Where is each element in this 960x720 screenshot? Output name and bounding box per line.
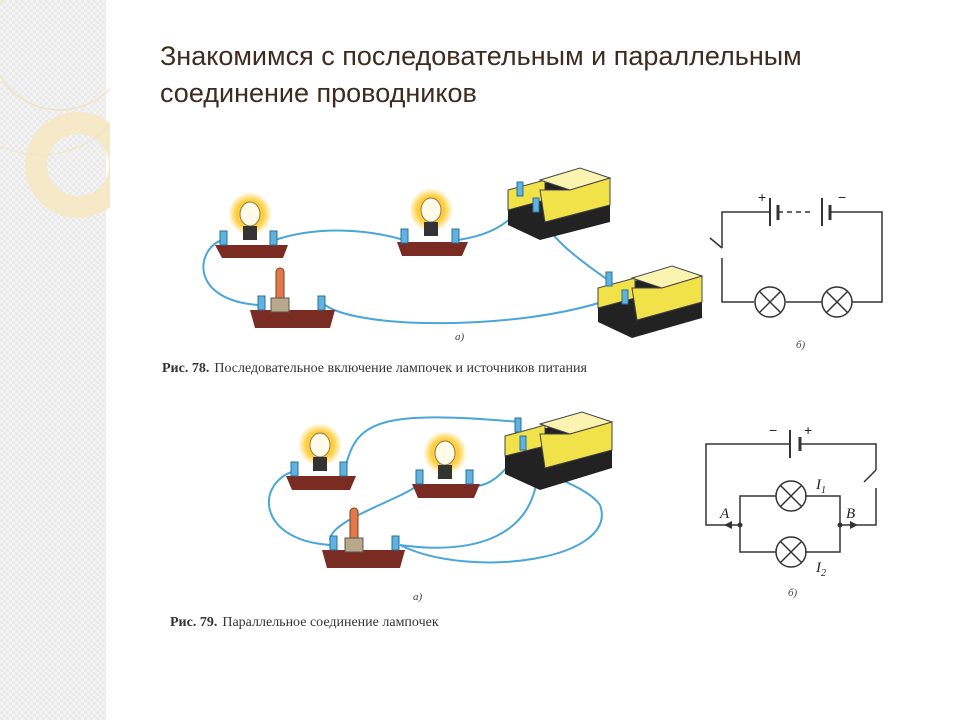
title-line-1: Знакомимся с последовательным и параллел… xyxy=(160,41,802,71)
title-line-2: соединение проводников xyxy=(160,78,477,108)
slide-title: Знакомимся с последовательным и параллел… xyxy=(160,38,940,112)
fig79-current-1-symbol: I xyxy=(815,477,822,493)
fig79-schematic-lamp-2 xyxy=(775,536,807,568)
fig78-schematic-switch xyxy=(709,237,723,249)
fig78-schematic-lamp-1 xyxy=(754,286,786,318)
fig79-schematic xyxy=(705,430,877,568)
fig79-label-b: б) xyxy=(788,587,798,599)
fig78-schematic xyxy=(709,198,883,318)
fig78-caption: Рис. 78. Последовательное включение лампо… xyxy=(162,361,588,376)
figure-78: а) + − б) Рис. 78. Последовательное включ… xyxy=(162,167,883,376)
fig79-caption: Рис. 79. Параллельное соединение лампочек xyxy=(170,615,439,630)
fig78-battery-2 xyxy=(597,265,704,338)
fig79-node-a-dot xyxy=(737,522,743,528)
fig79-current-1: I1 xyxy=(815,477,826,496)
fig78-label-a: а) xyxy=(455,331,465,343)
fig78-caption-text: Последовательное включение лампочек и ис… xyxy=(214,361,587,376)
fig79-node-a: A xyxy=(719,506,730,522)
fig78-battery-1 xyxy=(507,167,612,240)
fig78-schematic-lamp-2 xyxy=(821,286,853,318)
fig79-schematic-switch xyxy=(863,469,877,483)
fig79-lamp-1 xyxy=(286,423,356,490)
fig79-current-2: I2 xyxy=(815,560,826,579)
fig79-plus: + xyxy=(804,422,812,438)
fig78-switch xyxy=(250,267,335,328)
fig79-current-2-sub: 2 xyxy=(821,568,826,579)
fig79-caption-text: Параллельное соединение лампочек xyxy=(222,615,438,630)
fig78-plus: + xyxy=(758,189,766,205)
fig79-current-1-sub: 1 xyxy=(821,485,826,496)
fig79-node-b: B xyxy=(846,506,855,522)
decorative-rings xyxy=(0,0,110,218)
fig79-switch xyxy=(322,507,405,568)
fig79-lamp-2 xyxy=(412,431,480,498)
fig78-label-b: б) xyxy=(796,339,806,351)
fig79-current-2-symbol: I xyxy=(815,560,822,576)
fig78-caption-num: Рис. 78. xyxy=(162,361,209,376)
figure-79: а) − + A B I1 I2 б) Рис. 79.П xyxy=(170,411,877,630)
fig79-node-b-dot xyxy=(837,522,843,528)
fig78-lamp-1 xyxy=(215,192,288,258)
fig79-label-a: а) xyxy=(413,591,423,603)
fig79-battery xyxy=(504,411,614,490)
fig78-minus: − xyxy=(838,189,846,205)
fig79-caption-num: Рис. 79. xyxy=(170,615,217,630)
fig79-schematic-lamp-1 xyxy=(775,480,807,512)
fig79-minus: − xyxy=(769,422,777,438)
fig78-lamp-2 xyxy=(397,188,468,256)
